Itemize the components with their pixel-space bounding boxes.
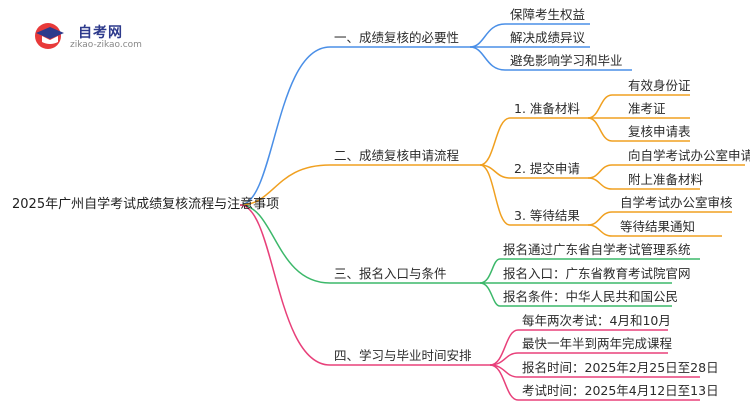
branch-1-leaf: 解决成绩异议 bbox=[510, 30, 586, 45]
branch-2-sub-label: 3. 等待结果 bbox=[514, 208, 580, 223]
connector-b3-l3 bbox=[479, 282, 501, 307]
branch-2-leaf: 自学考试办公室审核 bbox=[620, 195, 733, 210]
branch-2-label: 二、成绩复核申请流程 bbox=[334, 148, 460, 163]
connector-b1-l3 bbox=[469, 46, 506, 71]
branch-4-leaf: 最快一年半到两年完成课程 bbox=[522, 336, 673, 351]
branch-3-label: 三、报名入口与条件 bbox=[334, 266, 447, 281]
branch-1-label: 一、成绩复核的必要性 bbox=[334, 30, 460, 45]
branch-3-leaf: 报名条件：中华人民共和国公民 bbox=[503, 289, 679, 304]
logo-name: 自考网 bbox=[78, 25, 123, 41]
branch-2-leaf: 向自学考试办公室申请 bbox=[628, 148, 750, 163]
site-logo[interactable]: 自考网 zikao-zikao.com bbox=[30, 18, 170, 52]
branch-2-sub-label: 1. 准备材料 bbox=[514, 101, 580, 116]
branch-4-leaf: 报名时间：2025年2月25日至28日 bbox=[522, 360, 719, 375]
logo-domain: zikao-zikao.com bbox=[70, 40, 142, 50]
connector-s1-l3 bbox=[587, 117, 613, 142]
connector-b2-s3 bbox=[479, 164, 511, 226]
branch-2-leaf: 复核申请表 bbox=[628, 124, 691, 139]
connector-b2-s1 bbox=[479, 117, 511, 166]
connector-root-b2 bbox=[239, 164, 331, 206]
connector-b1-l1 bbox=[469, 23, 506, 48]
connector-root-b1 bbox=[239, 46, 331, 206]
connector-s2-l2 bbox=[587, 177, 613, 190]
branch-2-leaf: 附上准备材料 bbox=[628, 172, 704, 187]
connector-b3-l1 bbox=[479, 258, 501, 284]
graduation-cap-icon bbox=[35, 23, 64, 49]
root-topic: 2025年广州自学考试成绩复核流程与注意事项 bbox=[12, 197, 280, 212]
branch-2-sub-label: 2. 提交申请 bbox=[514, 161, 580, 176]
connector-root-b4 bbox=[239, 204, 331, 366]
branch-4-leaf: 每年两次考试：4月和10月 bbox=[522, 313, 671, 328]
branch-2-leaf: 等待结果通知 bbox=[620, 219, 696, 234]
connector-s3-l2 bbox=[587, 224, 613, 237]
connector-s3-l1 bbox=[587, 211, 613, 226]
branch-2-leaf: 准考证 bbox=[628, 101, 666, 116]
branch-2-leaf: 有效身份证 bbox=[628, 78, 691, 93]
branch-4-leaf: 考试时间：2025年4月12日至13日 bbox=[522, 383, 719, 398]
branch-4-label: 四、学习与毕业时间安排 bbox=[334, 348, 472, 363]
connector-root-b3 bbox=[239, 204, 331, 284]
connector-s1-l1 bbox=[587, 94, 613, 119]
branch-1-leaf: 保障考生权益 bbox=[510, 7, 586, 22]
branch-3-leaf: 报名通过广东省自学考试管理系统 bbox=[503, 242, 691, 257]
branch-1-leaf: 避免影响学习和毕业 bbox=[510, 53, 623, 68]
branch-3-leaf: 报名入口：广东省教育考试院官网 bbox=[503, 266, 691, 281]
connector-b4-l4 bbox=[489, 364, 519, 401]
connector-s2-l1 bbox=[587, 164, 613, 179]
connector-b4-l1 bbox=[489, 329, 519, 366]
